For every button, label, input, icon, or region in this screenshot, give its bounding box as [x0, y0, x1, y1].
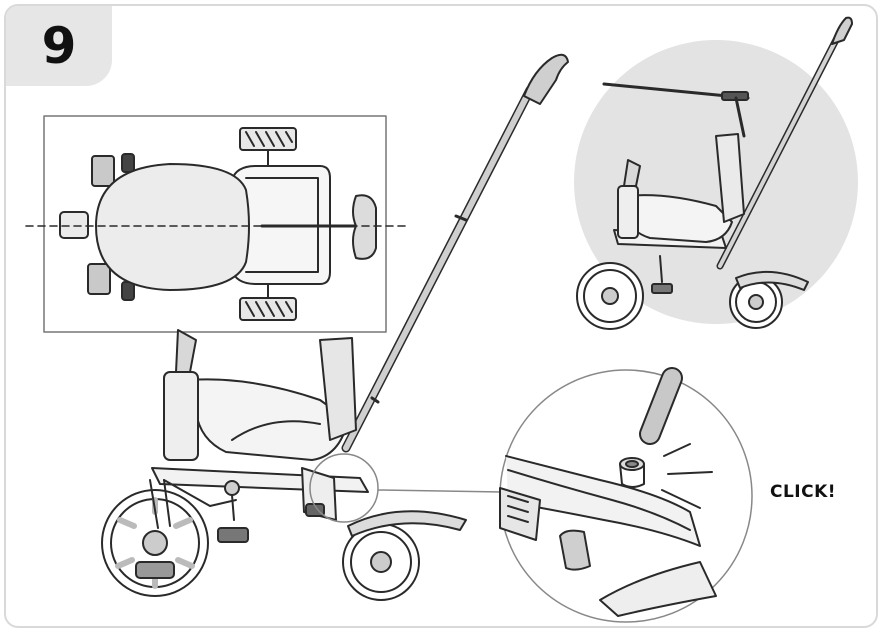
preview-tricycle: [574, 16, 858, 330]
step-number: 9: [41, 17, 77, 75]
zoom-detail: [499, 367, 753, 623]
diagram-frame: [4, 4, 878, 628]
click-label: CLICK!: [770, 482, 837, 502]
main-tricycle: [101, 53, 569, 601]
step-badge: 9: [6, 6, 112, 86]
top-view-inset: [25, 115, 409, 333]
